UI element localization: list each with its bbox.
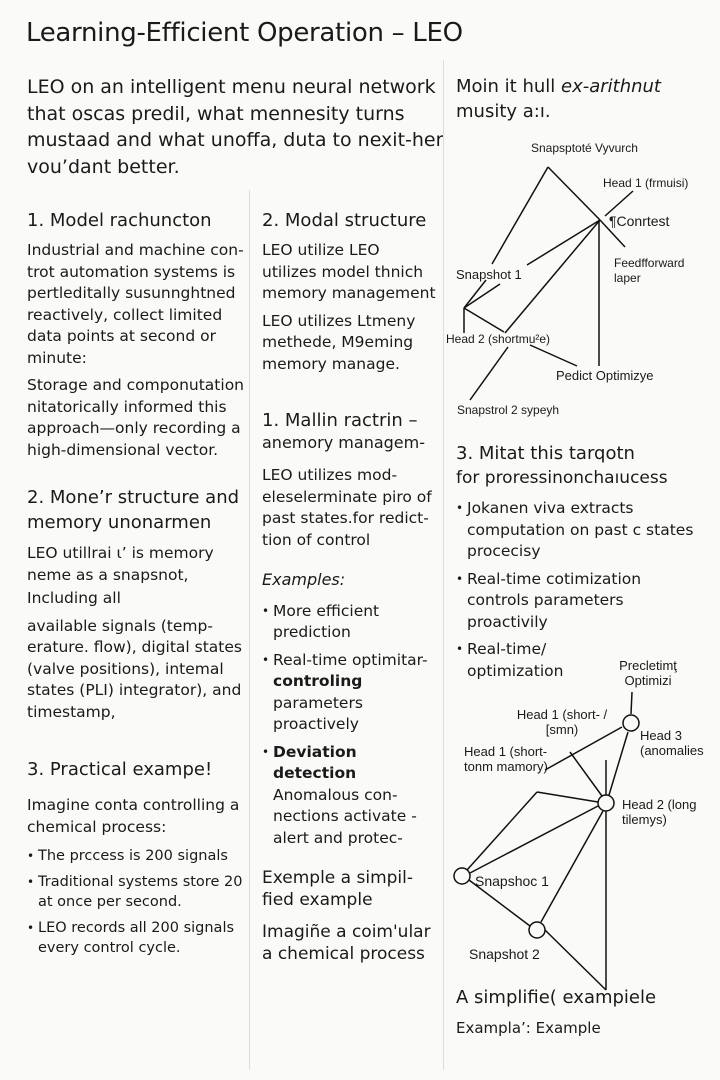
list-item: Real-time optimitar-controling parameters…	[262, 650, 438, 736]
list-item-text: More efficient prediction	[273, 601, 380, 642]
page-title: Learning-Efficient Operation – LEO	[26, 18, 463, 48]
diagram-label: Head 1 (short- / [smn)	[516, 707, 608, 737]
list-item: Traditional systems store 20 at once per…	[27, 872, 245, 912]
examples-label: Examples:	[262, 570, 346, 589]
diagram-label: Head 3 (anomalies	[640, 728, 704, 758]
list-item-text: Real-time optimitar-	[273, 650, 428, 669]
section-heading: 3. Practical exampe!	[27, 759, 213, 780]
diagram-node	[597, 794, 615, 812]
diagram-label: Snapshoc 1	[475, 873, 549, 889]
section-heading: 1. Model rachuncton	[27, 210, 212, 231]
paragraph: Exampla’: Example	[456, 1019, 601, 1037]
section-heading: Exemple a simpil­fied example	[262, 868, 414, 910]
list-item-text: Anomalous con­nections activate - alert …	[273, 785, 417, 847]
paragraph: LEO utilize LEO utilizes model thnich me…	[262, 241, 436, 302]
list-item-text: parameters proactively	[273, 693, 363, 734]
paragraph: Industrial and machine con­trot automati…	[27, 241, 244, 367]
paragraph: Storage and componutation nitatorically …	[27, 376, 244, 459]
intro-text-italic: ex-arithnut	[561, 76, 661, 97]
diagram-label: Snapshot 1	[456, 267, 522, 282]
list-item: More efficient prediction	[262, 601, 438, 644]
intro-text: musity a:ı.	[456, 101, 551, 122]
list-item: Real-time cotimization controls paramete…	[456, 569, 706, 634]
column-divider	[443, 60, 444, 1070]
section-heading: A simplifie( exampiele	[456, 987, 657, 1008]
list-item-bold: Deviation detection	[273, 742, 357, 783]
intro-text: Moin it hull	[456, 76, 561, 97]
section-heading: 2. Modal structure	[262, 210, 427, 231]
diagram-label: Snapsptoté Vyvurch	[531, 141, 638, 155]
column-2: 2. Modal structure LEO utilize LEO utili…	[262, 208, 438, 965]
section-subheading: anemory managem-	[262, 433, 425, 452]
paragraph: Imagiñe a coim'ular a chemical process	[262, 922, 431, 964]
paragraph: Including all	[27, 589, 121, 607]
diagram-label: Precletimţ Optimizi	[619, 658, 677, 688]
diagram-label: Snapstrol 2 sypeyh	[457, 403, 560, 417]
paragraph: LEO utillrai ι’ is memory neme as a snap…	[27, 544, 214, 584]
diagram-label: Head 1 (frmuisi)	[603, 176, 689, 190]
column-1: 1. Model rachuncton Industrial and machi…	[27, 208, 245, 964]
paragraph: LEO utilizes Ltmeny methede, M9eming mem…	[262, 311, 416, 373]
section-heading: 2. Mone’r structure and memory unonar­me…	[27, 487, 240, 533]
diagram-node	[528, 921, 546, 939]
list-item: LEO records all 200 signals every contro…	[27, 918, 245, 958]
paragraph: available signals (temp­erature. flow), …	[27, 616, 242, 721]
list-item: Real-time/ optimization	[456, 639, 567, 682]
column-divider	[249, 190, 250, 1070]
column-3-section: 3. Mitat this tarqotn for proressinoncha…	[456, 441, 718, 688]
diagram-label: Head 2 (long tilemys)	[622, 797, 697, 827]
list-item: The prccess is 200 signals	[27, 846, 245, 866]
diagram-label: Feedfforward laper	[614, 256, 685, 285]
diagram-label: Head 2 (shortmu²e)	[446, 332, 551, 346]
diagram-label: Snapshot 2	[469, 946, 540, 962]
diagram-label: Head 1 (short-tonm mamory)	[464, 744, 548, 774]
diagram-node	[453, 867, 471, 885]
intro-paragraph: LEO on an intelligent menu neural networ…	[27, 76, 444, 178]
section-heading: 3. Mitat this tarqotn	[456, 443, 635, 464]
diagram-label: ¶Conrtest	[609, 213, 670, 229]
column-3-intro: Moin it hull ex-arithnut musity a:ı.	[456, 74, 716, 124]
list-item-bold: controling	[273, 672, 363, 690]
list-item: Jokanen viva extracts computation on pas…	[456, 498, 706, 563]
paragraph: LEO utilizes mod­eleselerminate piro of …	[262, 466, 432, 549]
section-heading: 1. Mallin ractrin –	[262, 410, 418, 431]
section-subheading: for proressinonchaıucess	[456, 468, 668, 488]
paragraph: Imagine conta controlling a chemical pro…	[27, 796, 240, 836]
diagram-label: Pedict Optimizye	[556, 368, 654, 383]
diagram-node	[622, 714, 640, 732]
